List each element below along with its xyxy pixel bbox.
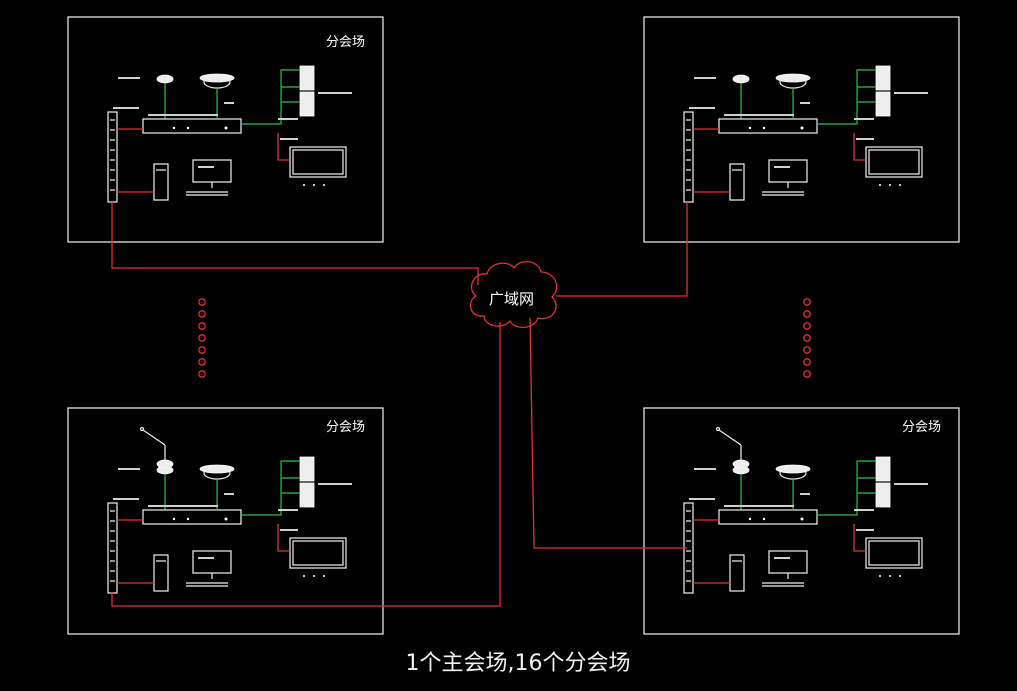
diagram-caption: 1个主会场,16个分会场 xyxy=(406,651,631,676)
room-top-right xyxy=(643,16,960,243)
room-equipment xyxy=(683,65,929,203)
link-top-left xyxy=(111,202,479,285)
cloud-label: 广域网 xyxy=(489,290,534,308)
cloud-icon xyxy=(469,261,558,329)
room-frame xyxy=(643,407,960,635)
room-bottom-left: 分会场 xyxy=(67,407,384,635)
link-top-right xyxy=(556,202,688,297)
room-equipment xyxy=(107,65,353,203)
room-equipment xyxy=(107,456,353,594)
room-equipment xyxy=(683,456,929,594)
room-frame xyxy=(643,16,960,243)
room-title: 分会场 xyxy=(902,420,941,435)
room-top-left: 分会场 xyxy=(67,16,384,243)
more-rooms-left xyxy=(198,298,206,378)
more-rooms-right xyxy=(803,298,811,378)
room-title: 分会场 xyxy=(326,35,365,50)
microphone-icon xyxy=(139,426,174,469)
room-frame xyxy=(67,16,384,243)
room-frame xyxy=(67,407,384,635)
link-bottom-left xyxy=(111,322,501,607)
wan-cloud: 广域网 xyxy=(469,261,558,329)
room-bottom-right: 分会场 xyxy=(643,407,960,635)
microphone-icon xyxy=(715,426,750,469)
wan-links xyxy=(111,202,688,607)
link-bottom-right xyxy=(529,317,687,549)
room-title: 分会场 xyxy=(326,420,365,435)
